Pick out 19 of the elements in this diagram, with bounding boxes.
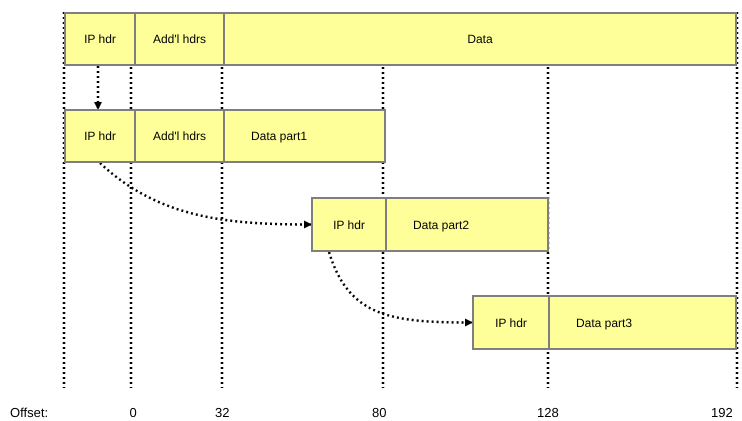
header-cell: Add'l hdrs — [134, 109, 225, 163]
arrow — [94, 66, 102, 110]
header-cell: IP hdr — [64, 109, 136, 163]
data-cell: Data part2 — [385, 197, 549, 252]
data-cell: Data part3 — [548, 295, 737, 350]
offset-value: 192 — [711, 405, 733, 420]
header-cell: IP hdr — [472, 295, 550, 350]
arrow — [99, 162, 312, 228]
offset-value: 128 — [537, 405, 559, 420]
data-cell: Data — [223, 12, 737, 66]
offset-value: 32 — [215, 405, 230, 420]
offset-value: 80 — [372, 405, 386, 420]
header-cell: IP hdr — [311, 197, 387, 252]
offset-label: Offset: — [10, 405, 48, 420]
header-cell: IP hdr — [64, 12, 136, 66]
header-cell: Add'l hdrs — [134, 12, 225, 66]
data-cell: Data part1 — [223, 109, 386, 163]
arrow — [328, 252, 473, 326]
offset-value: 0 — [130, 405, 137, 420]
